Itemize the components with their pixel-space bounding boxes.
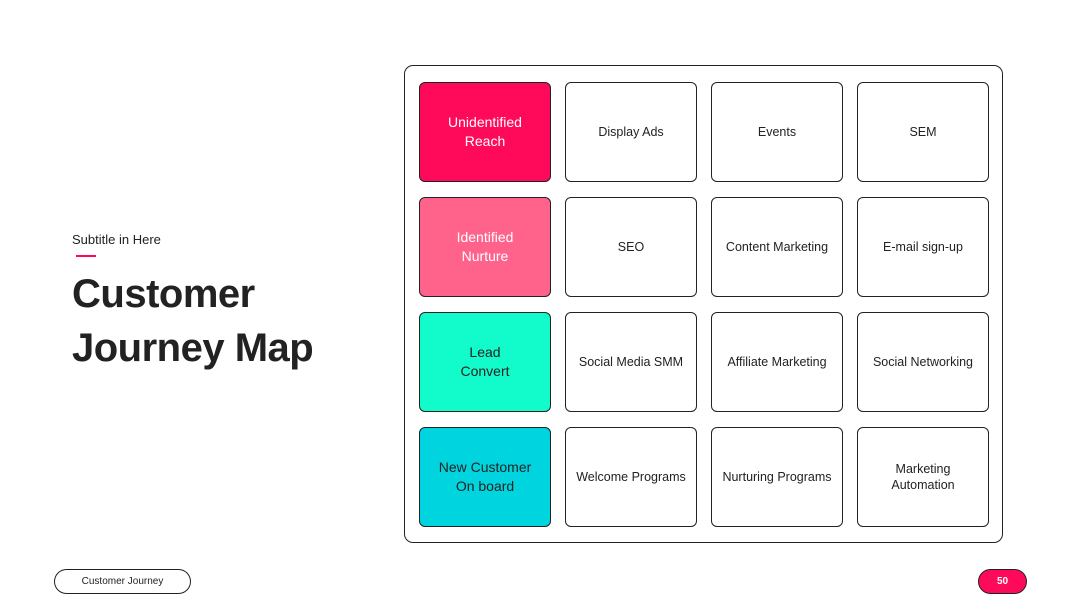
tactic-cell: Content Marketing <box>711 197 843 297</box>
footer-section-label: Customer Journey <box>54 569 191 594</box>
slide-title: Customer Journey Map <box>72 267 372 375</box>
journey-map-grid: Unidentified Reach Display Ads Events SE… <box>419 82 989 527</box>
accent-bar <box>76 255 96 257</box>
tactic-cell: Marketing Automation <box>857 427 989 527</box>
tactic-cell: SEM <box>857 82 989 182</box>
stage-label-line1: Identified <box>456 229 514 245</box>
tactic-cell: Affiliate Marketing <box>711 312 843 412</box>
stage-label-line2: On board <box>455 478 515 494</box>
title-line-1: Customer <box>72 272 255 316</box>
tactic-cell: Display Ads <box>565 82 697 182</box>
tactic-cell: Events <box>711 82 843 182</box>
tactic-cell: Social Networking <box>857 312 989 412</box>
tactic-cell: Welcome Programs <box>565 427 697 527</box>
tactic-cell: E-mail sign-up <box>857 197 989 297</box>
title-block: Subtitle in Here Customer Journey Map <box>72 232 372 375</box>
stage-cell-convert: Lead Convert <box>419 312 551 412</box>
stage-label-line2: Convert <box>460 363 510 379</box>
stage-label-line1: Lead <box>469 344 501 360</box>
tactic-cell: Nurturing Programs <box>711 427 843 527</box>
stage-label-line2: Reach <box>464 133 506 149</box>
page-number-badge: 50 <box>978 569 1027 594</box>
tactic-cell: Social Media SMM <box>565 312 697 412</box>
stage-label-line1: Unidentified <box>448 114 522 130</box>
subtitle: Subtitle in Here <box>72 232 161 247</box>
stage-cell-nurture: Identified Nurture <box>419 197 551 297</box>
stage-cell-onboard: New Customer On board <box>419 427 551 527</box>
stage-cell-reach: Unidentified Reach <box>419 82 551 182</box>
stage-label-line2: Nurture <box>461 248 509 264</box>
journey-map-frame: Unidentified Reach Display Ads Events SE… <box>404 65 1003 543</box>
title-line-2: Journey Map <box>72 326 314 370</box>
tactic-cell: SEO <box>565 197 697 297</box>
stage-label-line1: New Customer <box>438 459 532 475</box>
